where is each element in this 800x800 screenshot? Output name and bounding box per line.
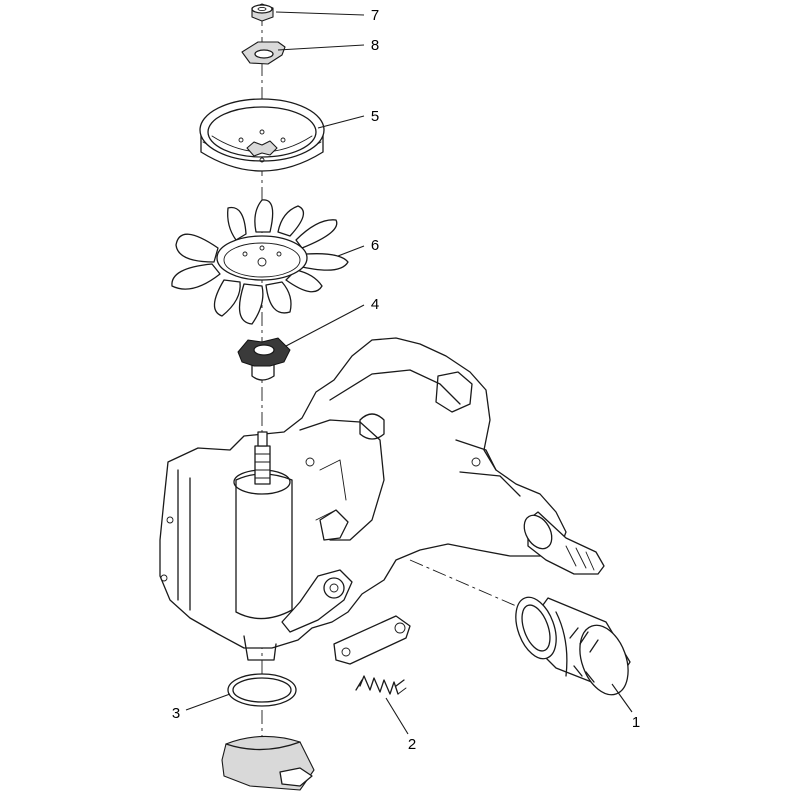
callout-4: 4 [371, 296, 379, 313]
leader-line-4 [285, 304, 365, 347]
leader-line-7 [275, 11, 365, 16]
callout-8: 8 [371, 37, 379, 54]
callout-2: 2 [408, 736, 416, 753]
leader-line-3 [185, 693, 231, 711]
callout-6: 6 [371, 237, 379, 254]
fan-part [171, 199, 349, 325]
o-ring-part [227, 673, 297, 707]
pulley-part [199, 98, 325, 172]
spring-part [355, 675, 407, 695]
leader-line-5 [317, 115, 365, 129]
hex-nut-part [251, 3, 274, 22]
leader-line-1 [611, 683, 633, 713]
callout-1: 1 [632, 714, 640, 731]
callout-5: 5 [371, 108, 379, 125]
callout-7: 7 [371, 7, 379, 24]
callout-3: 3 [172, 705, 180, 722]
leader-line-2 [385, 697, 409, 735]
leader-line-6 [337, 245, 365, 257]
transaxle-housing [159, 337, 605, 665]
cover-plate-part [221, 735, 315, 791]
washer-part [241, 41, 286, 65]
oil-filter-part [515, 596, 631, 696]
leader-line-8 [277, 44, 365, 51]
hub-part [237, 337, 291, 381]
